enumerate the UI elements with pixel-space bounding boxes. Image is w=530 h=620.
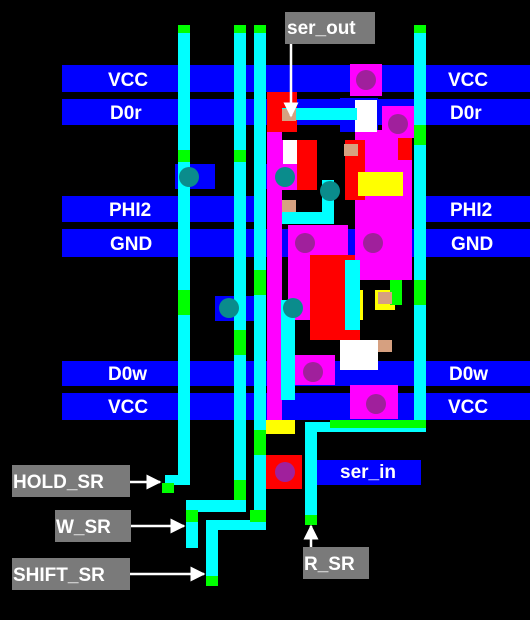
- vcc-top-left-label: VCC: [108, 70, 148, 91]
- green-3: [254, 25, 266, 33]
- green-14: [330, 420, 426, 428]
- green-6: [178, 290, 190, 315]
- rail-labels: VCC VCC D0r D0r PHI2 PHI2 GND GND D0w D0…: [108, 70, 493, 483]
- phi2-rail-left: [62, 196, 262, 222]
- diff-white-a: [283, 140, 297, 164]
- poly-wsr-a: [186, 500, 246, 512]
- poly-col-2: [234, 25, 246, 505]
- green-18: [305, 515, 317, 525]
- green-17: [206, 576, 218, 586]
- poly-contact: [219, 298, 239, 318]
- green-15: [162, 483, 174, 493]
- phi2-right-label: PHI2: [450, 200, 492, 221]
- poly-contact: [320, 181, 340, 201]
- poly-contact: [283, 298, 303, 318]
- vcc-bottom-right-label: VCC: [448, 397, 488, 418]
- buried-contact: [282, 200, 296, 212]
- green-5: [178, 150, 190, 162]
- poly-h-top: [282, 108, 357, 120]
- shift-sr-tag: SHIFT_SR: [13, 565, 105, 586]
- hold-sr-tag-box: [12, 465, 130, 497]
- buried-contact: [378, 340, 392, 352]
- d0w-right-label: D0w: [449, 364, 488, 385]
- w-sr-tag-box: [55, 510, 131, 542]
- green-12: [414, 280, 426, 305]
- w-sr-tag: W_SR: [56, 517, 111, 538]
- poly-h-lower: [345, 260, 360, 330]
- diff-yellow-a: [358, 172, 403, 196]
- diff-block-red-a: [297, 140, 317, 190]
- hold-sr-tag: HOLD_SR: [13, 472, 104, 493]
- vcc-top-rail: [62, 65, 530, 92]
- via-contact: [363, 233, 383, 253]
- vcc-bottom-left-label: VCC: [108, 397, 148, 418]
- poly-contact: [179, 167, 199, 187]
- poly-shift-a: [206, 520, 266, 530]
- signal-tags: ser_out HOLD_SR W_SR SHIFT_SR R_SR: [12, 12, 375, 590]
- ser-in-label: ser_in: [340, 462, 396, 483]
- vcc-bottom-rail: [62, 393, 530, 420]
- ser-out-tag-box: [285, 12, 375, 44]
- poly-bottom-col: [305, 422, 317, 520]
- via-contact: [275, 462, 295, 482]
- d0r-left-label: D0r: [110, 103, 142, 124]
- via-contact: [366, 394, 386, 414]
- shift-sr-tag-box: [12, 558, 130, 590]
- buried-contact: [344, 144, 358, 156]
- poly-hold-stub: [165, 475, 190, 485]
- r-sr-tag-box: [303, 547, 369, 579]
- d0r-right-label: D0r: [450, 103, 482, 124]
- diff-white-b: [355, 100, 377, 132]
- poly-wsr-b: [186, 500, 198, 548]
- gnd-left-label: GND: [110, 234, 152, 255]
- green-2: [234, 25, 246, 33]
- green-7: [234, 150, 246, 162]
- green-8: [234, 330, 246, 355]
- diff-white-d: [265, 420, 295, 434]
- poly-col-mid: [281, 300, 295, 400]
- poly-col-1: [178, 25, 190, 485]
- gnd-right-label: GND: [451, 234, 493, 255]
- poly-col-right: [414, 25, 426, 425]
- via-contact: [356, 70, 376, 90]
- diff-col-main: [267, 92, 282, 422]
- green-overlaps: [162, 25, 426, 586]
- via-contact: [303, 362, 323, 382]
- vcc-top-right-label: VCC: [448, 70, 488, 91]
- green-11: [414, 125, 426, 145]
- green-20: [250, 510, 266, 522]
- green-10: [254, 430, 266, 455]
- buried-contact: [378, 292, 392, 304]
- green-19: [186, 510, 198, 522]
- poly-contact: [275, 167, 295, 187]
- ser-in-rail: [314, 460, 421, 485]
- contacts: [179, 70, 408, 482]
- via-contact: [295, 233, 315, 253]
- green-13: [390, 280, 402, 305]
- poly-h-mid: [282, 212, 334, 224]
- r-sr-tag: R_SR: [304, 554, 355, 575]
- diff-white-c: [340, 340, 378, 370]
- green-4: [414, 25, 426, 33]
- phi2-rail-right: [425, 196, 530, 222]
- via-contact: [388, 114, 408, 134]
- green-16: [234, 480, 246, 500]
- d0w-left-label: D0w: [108, 364, 147, 385]
- green-1: [178, 25, 190, 33]
- green-9: [254, 270, 266, 295]
- ser-out-tag: ser_out: [287, 18, 356, 39]
- poly-shift-b: [206, 520, 218, 580]
- buried-contact: [282, 109, 296, 121]
- phi2-left-label: PHI2: [109, 200, 151, 221]
